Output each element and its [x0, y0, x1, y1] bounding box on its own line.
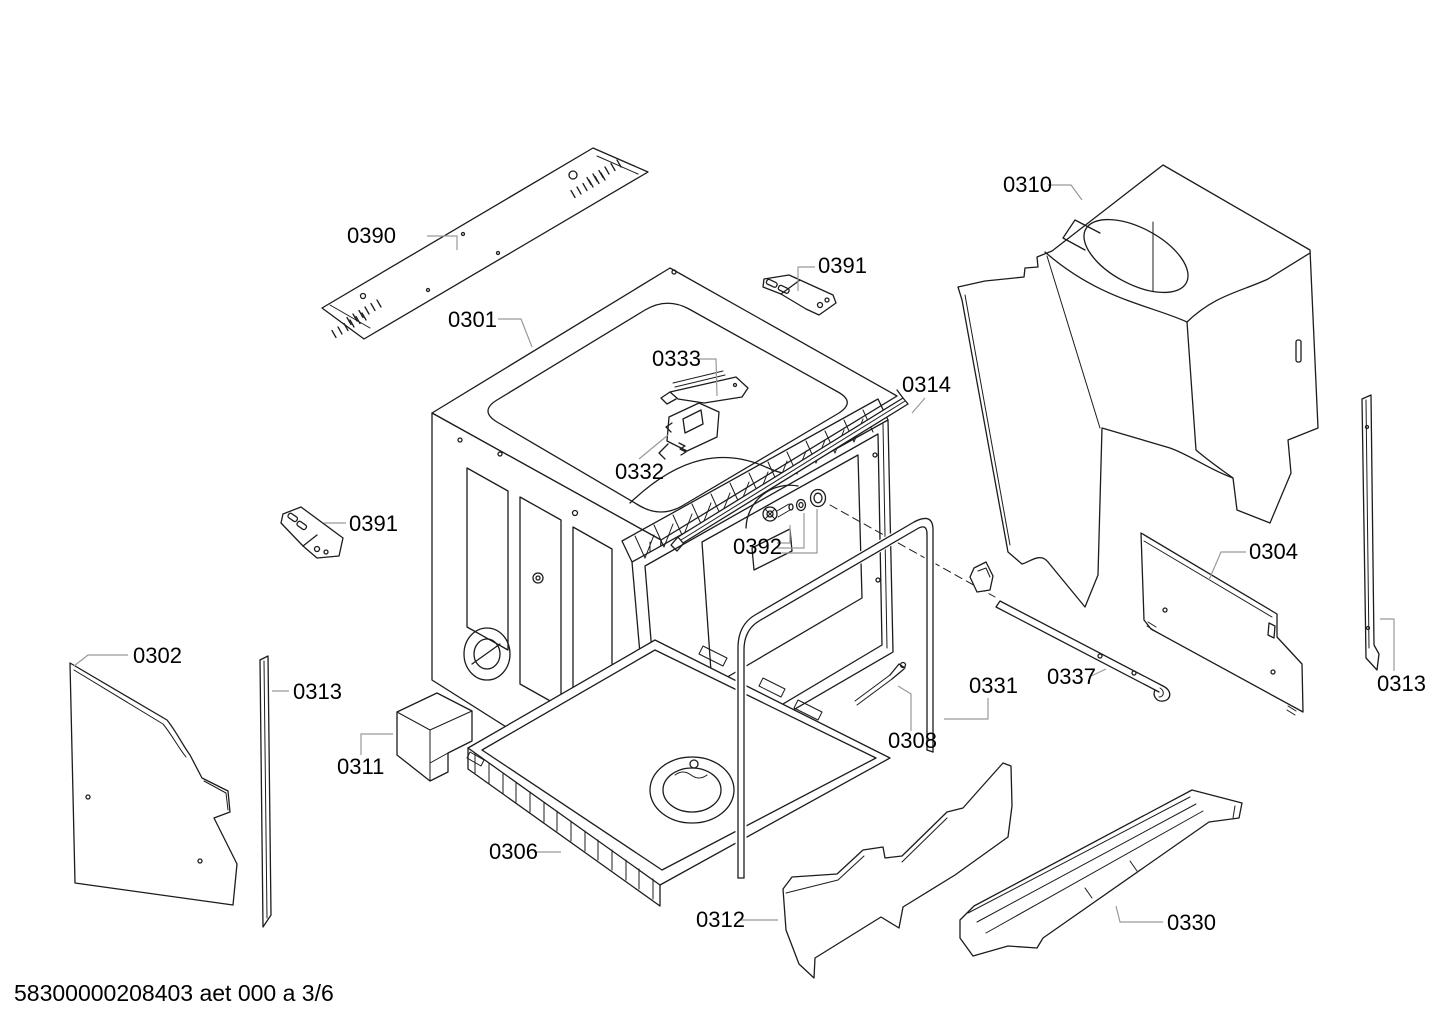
- part-label-0391-top: 0391: [818, 253, 867, 278]
- part-label-0313-right: 0313: [1377, 671, 1426, 696]
- part-label-0301: 0301: [448, 307, 497, 332]
- trim-strip-left-drawing: [259, 655, 272, 928]
- part-label-0337: 0337: [1047, 664, 1096, 689]
- wire-frame-tube-drawing: [735, 516, 936, 879]
- foam-block-drawing: [396, 692, 473, 782]
- side-panel-drawing: [69, 662, 238, 906]
- support-rod-drawing: [969, 561, 1171, 702]
- part-label-0391-left: 0391: [349, 511, 398, 536]
- part-label-0304: 0304: [1249, 539, 1298, 564]
- part-label-0310: 0310: [1003, 172, 1052, 197]
- part-label-0330: 0330: [1167, 910, 1216, 935]
- part-label-0390: 0390: [347, 223, 396, 248]
- base-assembly-drawing: [466, 639, 891, 907]
- bracket-top-drawing: [762, 274, 837, 316]
- top-strip-drawing: [321, 147, 649, 340]
- side-bracket-panel-drawing: [1140, 532, 1304, 716]
- part-label-0314: 0314: [902, 372, 951, 397]
- part-label-0392: 0392: [733, 534, 782, 559]
- part-label-0311: 0311: [337, 754, 384, 779]
- door-rail-drawing: [670, 389, 909, 552]
- fastener-set-drawing: [762, 488, 996, 598]
- fork-lever-drawing: [854, 661, 907, 706]
- part-label-0312: 0312: [696, 907, 745, 932]
- part-label-0332: 0332: [615, 459, 664, 484]
- part-label-0306: 0306: [489, 839, 538, 864]
- trim-strip-right-drawing: [1361, 394, 1380, 671]
- part-label-0313-left: 0313: [293, 679, 342, 704]
- latch-drawing: [660, 370, 749, 405]
- bracket-left-drawing: [280, 506, 344, 559]
- callout-labels: 0390 0301 0333 0391 0314 0310 0332 0391 …: [133, 172, 1426, 935]
- insulation-jacket-drawing: [957, 164, 1319, 608]
- insulation-strip-front-drawing: [782, 762, 1013, 979]
- part-label-0302: 0302: [133, 643, 182, 668]
- document-code: 58300000208403 aet 000 a 3/6: [14, 980, 334, 1006]
- part-label-0308: 0308: [888, 728, 937, 753]
- part-label-0333: 0333: [652, 346, 701, 371]
- lock-mechanism-drawing: [658, 402, 720, 460]
- part-label-0331: 0331: [969, 673, 1018, 698]
- callout-leader-lines: [73, 184, 1395, 923]
- bottom-rail-drawing: [959, 789, 1243, 957]
